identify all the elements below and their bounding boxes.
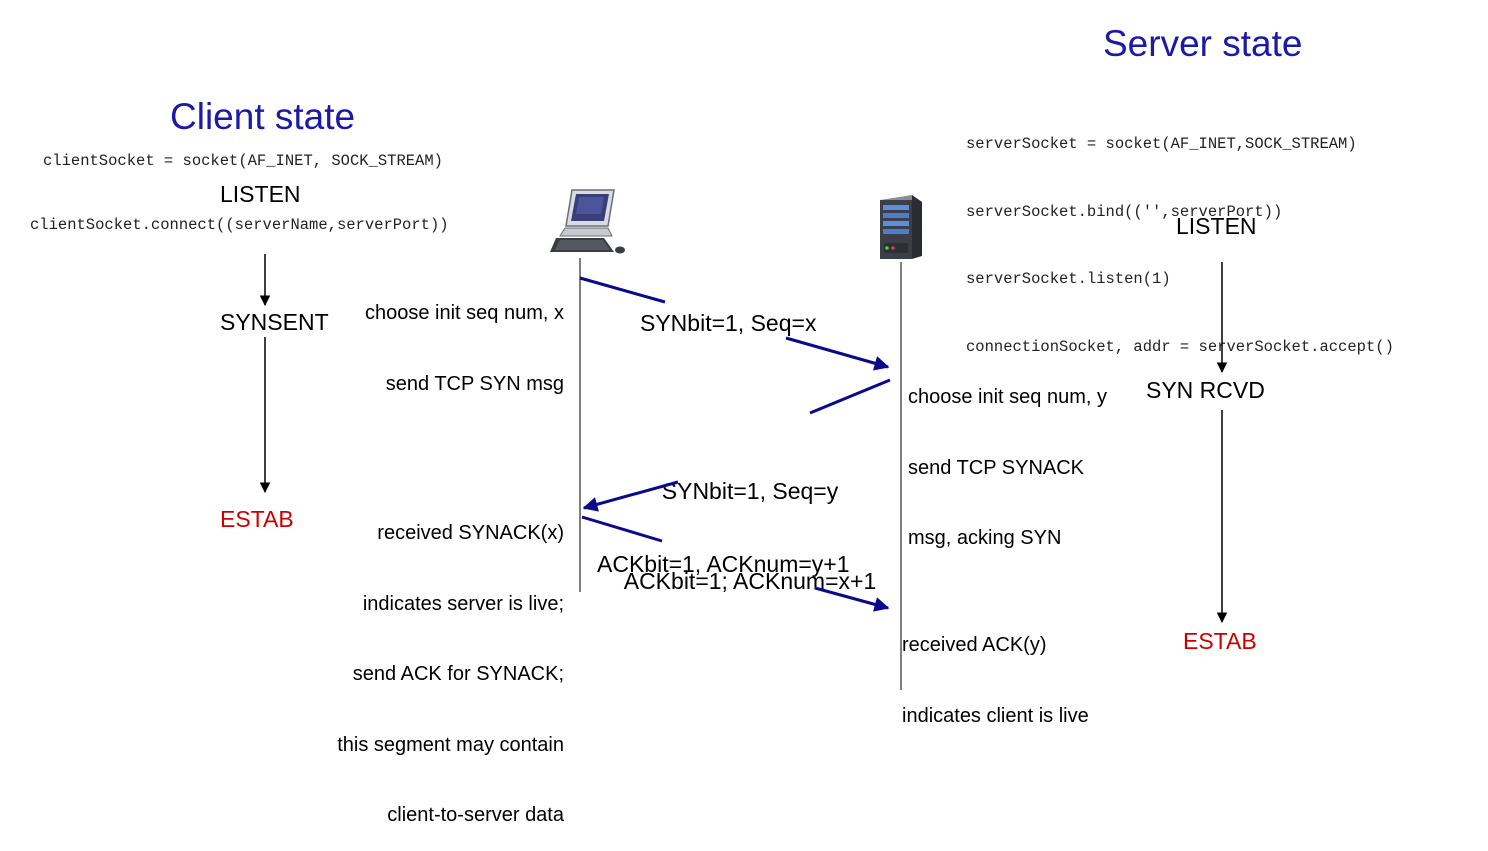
client-state-listen: LISTEN (220, 181, 301, 207)
client-socket-code: clientSocket = socket(AF_INET, SOCK_STRE… (43, 152, 443, 170)
server-received-note-line: indicates client is live (902, 704, 1089, 727)
client-init-note-line: choose init seq num, x (365, 302, 564, 324)
synack-message-line: ACKbit=1; ACKnum=x+1 (623, 568, 877, 594)
desktop-computer-icon (550, 189, 625, 254)
server-code-block: serverSocket = socket(AF_INET,SOCK_STREA… (966, 88, 1394, 381)
client-received-note-line: send ACK for SYNACK; (352, 663, 564, 685)
server-code-line: serverSocket = socket(AF_INET,SOCK_STREA… (966, 135, 1357, 153)
ack-message-label: ACKbit=1, ACKnum=y+1 (597, 551, 850, 577)
server-state-synrcvd: SYN RCVD (1146, 377, 1265, 403)
client-state-synsent: SYNSENT (220, 309, 329, 335)
client-received-note-line: indicates server is live; (362, 592, 564, 615)
ack-message-arrow (581, 515, 890, 612)
client-connect-code: clientSocket.connect((serverName,serverP… (30, 216, 449, 234)
server-received-note-line: received ACK(y) (902, 634, 1047, 656)
client-received-note-line: client-to-server data (387, 804, 564, 826)
client-state-heading: Client state (170, 96, 356, 137)
syn-message-label: SYNbit=1, Seq=x (640, 310, 817, 336)
server-code-line: serverSocket.bind(('',serverPort)) (966, 202, 1283, 221)
client-received-note-line: this segment may contain (337, 733, 564, 756)
client-received-note-line: received SYNACK(x) (377, 522, 564, 544)
synack-message-line: SYNbit=1, Seq=y (661, 478, 839, 504)
synack-message-label: SYNbit=1, Seq=y ACKbit=1; ACKnum=x+1 (600, 416, 900, 626)
synack-message-arrow (582, 378, 891, 512)
syn-message-arrow (579, 276, 890, 371)
server-code-line: serverSocket.listen(1) (966, 270, 1171, 288)
server-state-heading: Server state (1103, 23, 1303, 64)
server-state-listen: LISTEN (1176, 213, 1257, 239)
server-code-line: connectionSocket, addr = serverSocket.ac… (966, 337, 1394, 356)
server-tower-icon (880, 195, 922, 259)
sequence-diagram-graphics (259, 189, 1228, 690)
client-init-note-line: send TCP SYN msg (385, 372, 564, 395)
client-state-estab: ESTAB (220, 506, 294, 532)
server-init-note: choose init seq num, y send TCP SYNACK m… (908, 339, 1107, 574)
server-init-note-line: msg, acking SYN (908, 527, 1062, 549)
client-init-note: choose init seq num, x send TCP SYN msg (365, 255, 564, 420)
server-init-note-line: send TCP SYNACK (908, 456, 1085, 479)
server-init-note-line: choose init seq num, y (908, 386, 1107, 408)
server-state-estab: ESTAB (1183, 628, 1257, 654)
